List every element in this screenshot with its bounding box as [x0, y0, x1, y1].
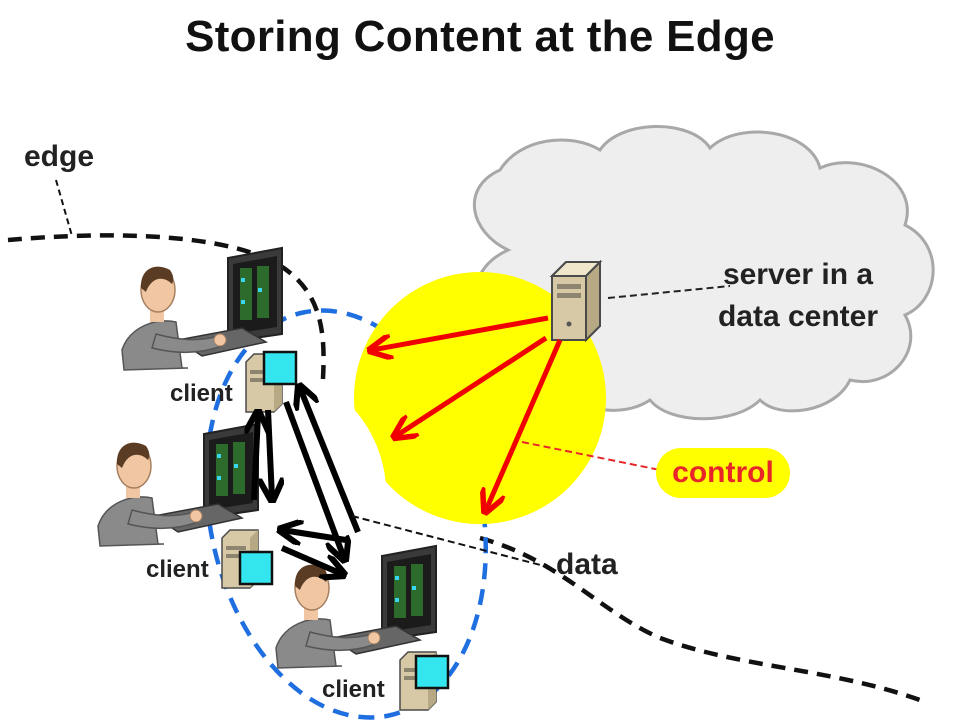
peer-arrow [283, 400, 344, 558]
peer-arrow [254, 414, 258, 501]
data-leader-line [351, 515, 553, 569]
server-icon [551, 261, 601, 341]
client-label-middle: client [146, 556, 209, 583]
client-label-top: client [170, 380, 233, 407]
client-label-bottom: client [322, 676, 385, 703]
page-title: Storing Content at the Edge [185, 12, 775, 61]
edge-label: edge [24, 140, 95, 173]
server-label-line-1: server in a [722, 258, 874, 291]
control-region [354, 272, 606, 524]
control-label-highlight [656, 448, 790, 498]
data-label: data [556, 548, 618, 581]
storage-box-icon [262, 350, 298, 386]
storage-box-icon [414, 654, 450, 690]
control-arrow-2 [396, 335, 548, 436]
server-label: server in a data center [700, 254, 896, 338]
storage-box-icon [238, 550, 274, 586]
control-arrow-1 [372, 315, 549, 350]
peer-arrow [300, 388, 361, 534]
peer-arrow [268, 409, 272, 498]
peer-arrow [282, 530, 347, 540]
server-label-line-2: data center [717, 300, 879, 333]
edge-leader-line [55, 179, 73, 237]
server-leader-line [607, 285, 731, 299]
control-arrow-3 [486, 339, 563, 510]
control-leader-line [521, 441, 661, 471]
control-label: control [672, 456, 774, 489]
peer-arrow [280, 545, 342, 574]
edge-boundary-line-lower [479, 535, 921, 703]
